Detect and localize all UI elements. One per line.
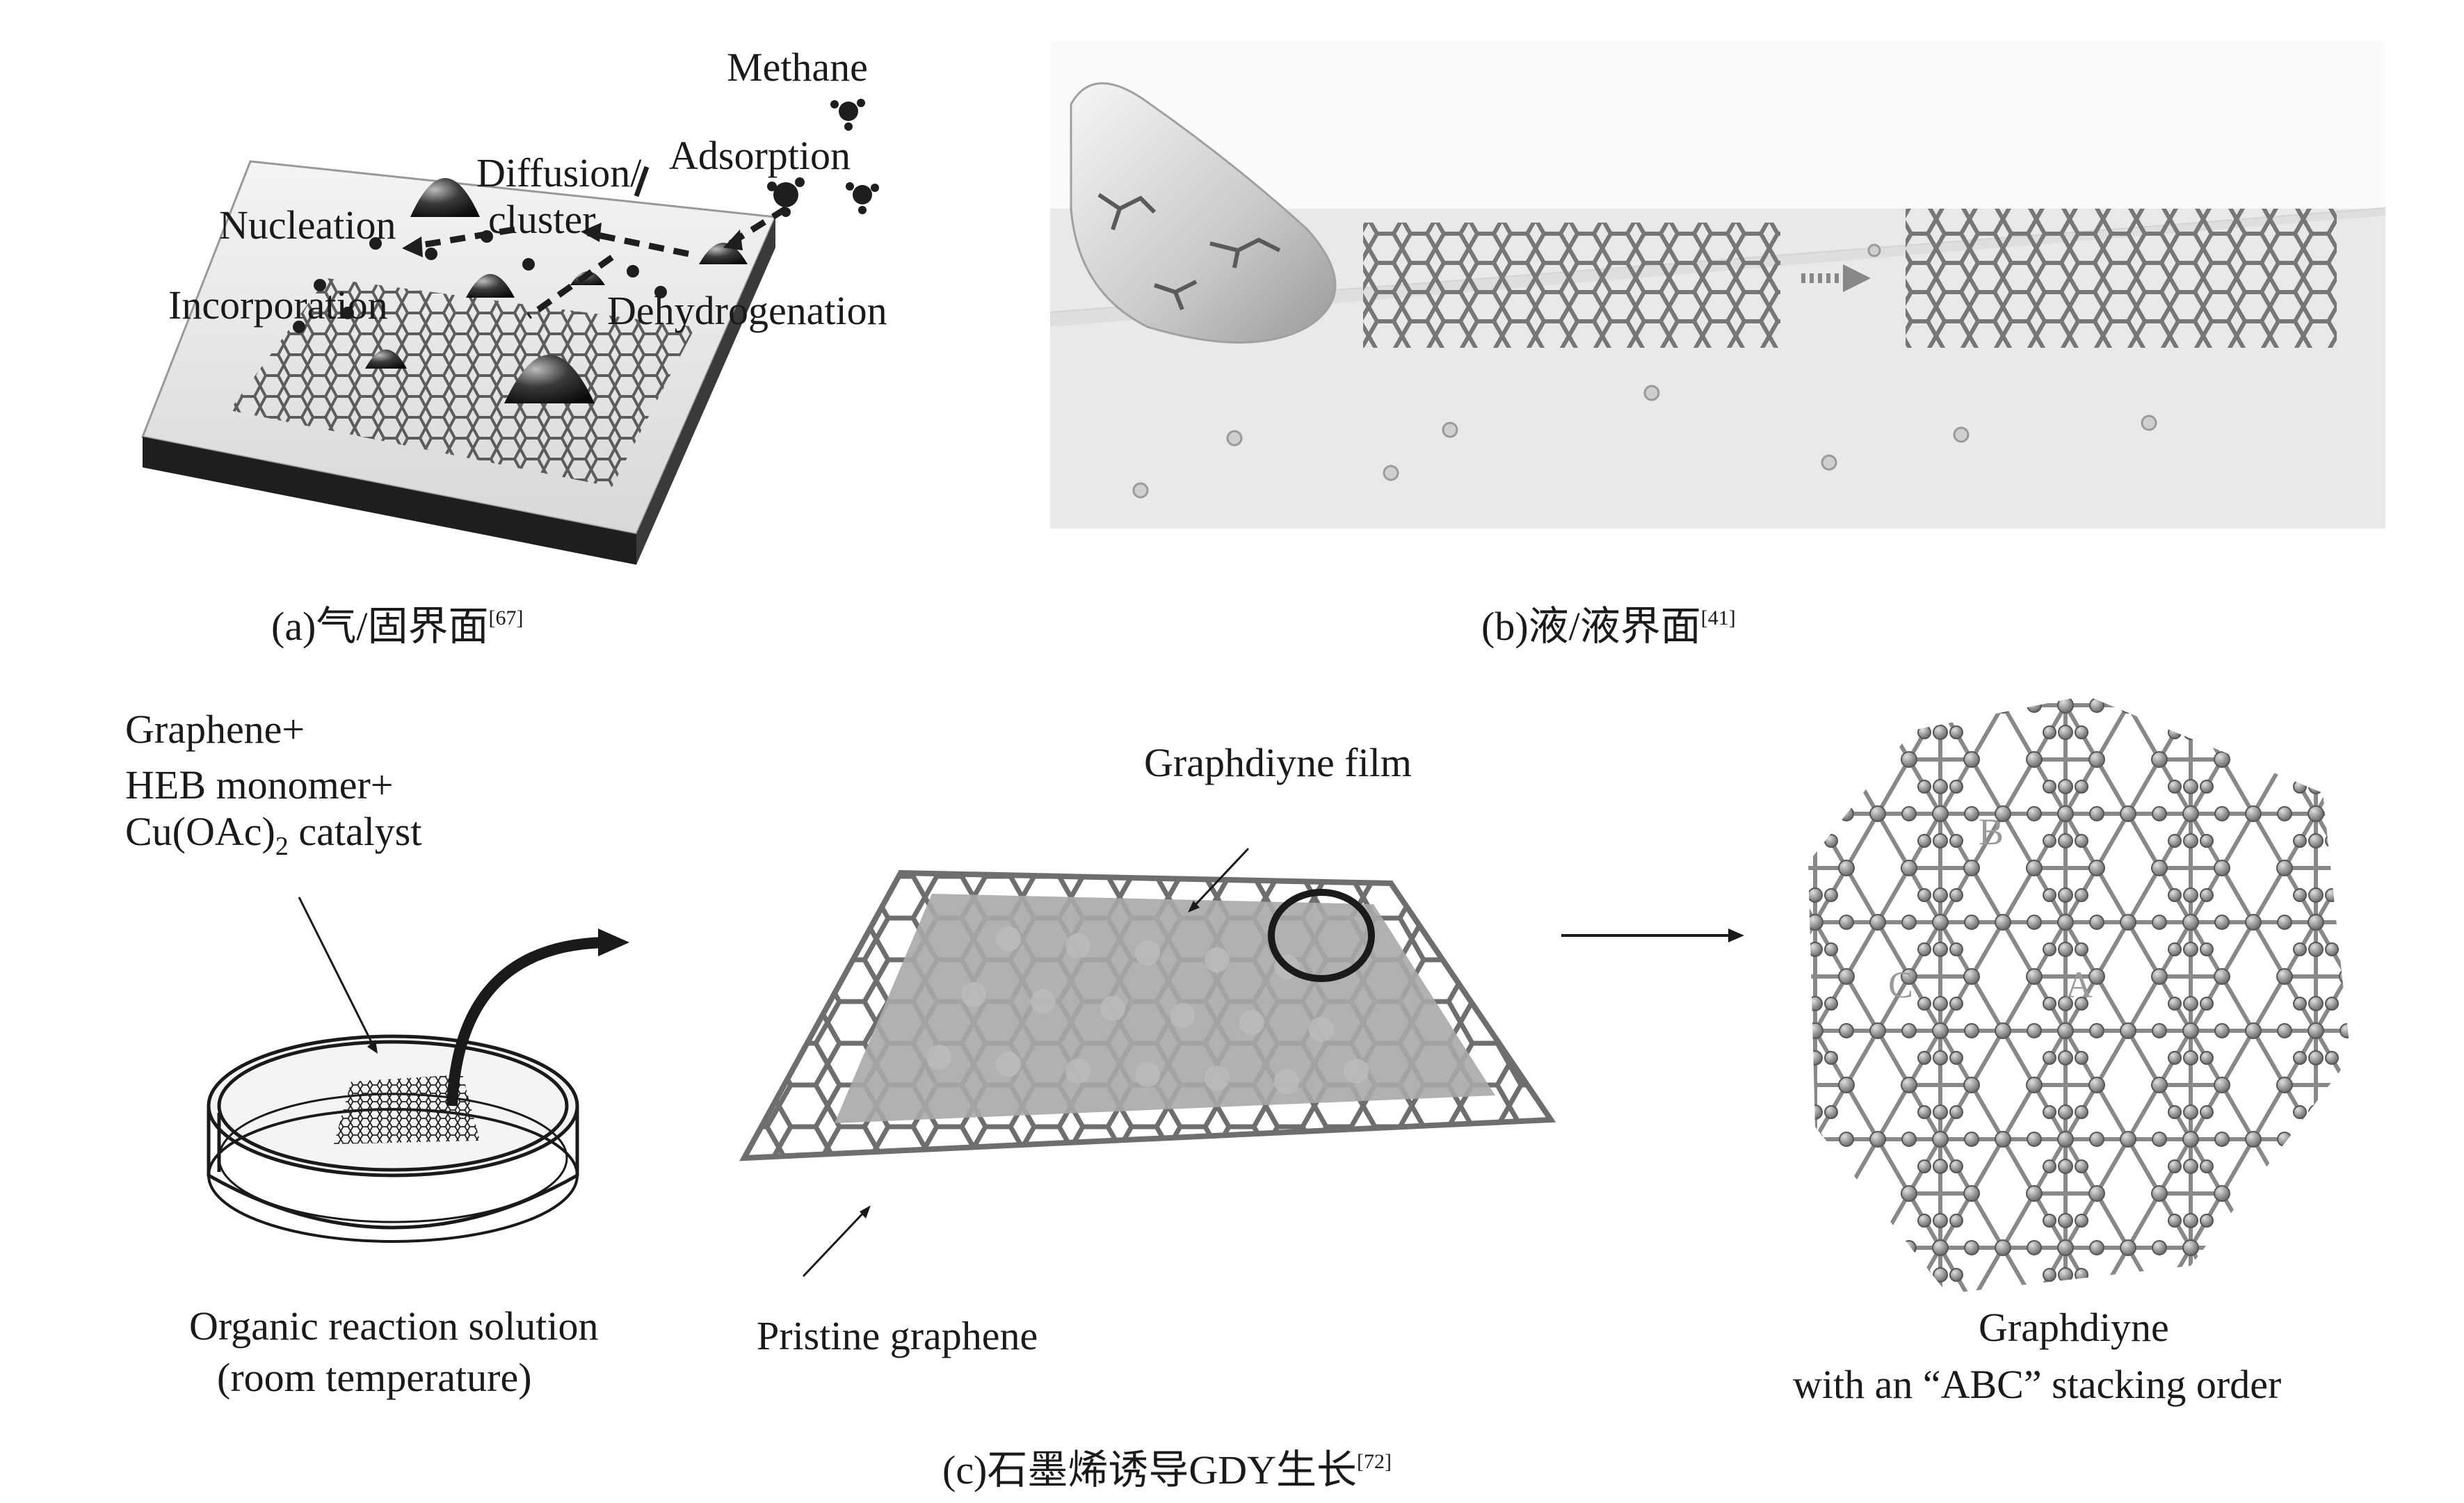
label-graphdiyne-film: Graphdiyne film [1144,740,1412,785]
caption-b: (b)液/液界面[41] [1481,604,1736,649]
label-abc-stacking: with an “ABC” stacking order [1793,1362,2282,1407]
monomers-in-droplet [1097,193,1281,311]
stack-label-a: A [2066,964,2093,1006]
label-reagent-graphene: Graphene+ [125,707,305,752]
label-graphdiyne: Graphdiyne [1979,1305,2169,1350]
label-reagent-catalyst: Cu(OAc)2 catalyst [125,809,422,861]
panel-b-diagram [1049,42,2386,529]
label-solution: Organic reaction solution [189,1303,599,1349]
caption-a: (a)气/固界面[67] [271,604,524,649]
label-room-temperature: (room temperature) [217,1355,532,1400]
label-diffusion: Diffusion/ [476,150,642,195]
label-cluster: cluster [488,197,596,242]
stack-label-b: B [1979,811,2004,853]
transform-arrow [1801,264,1871,292]
zoom-circle [1268,889,1375,982]
label-incorporation: Incorporation [168,282,388,328]
bubbles [1132,243,2157,499]
label-dehydrogenation: Dehydrogenation [607,288,887,333]
monomer-layer [1363,223,1780,348]
label-methane: Methane [727,45,868,90]
reagent-pointer [298,897,373,1044]
methane-molecules [767,99,879,217]
gdy-layer [1906,209,2337,348]
graphene-in-dish [334,1075,480,1144]
film-texture [926,926,1369,1094]
adatom-dots [293,230,667,333]
organic-droplet [1070,82,1337,344]
caption-c: (c)石墨烯诱导GDY生长[72] [942,1447,1392,1493]
label-adsorption: Adsorption [669,133,851,178]
label-reagent-heb: HEB monomer+ [125,762,394,807]
arrow-heads [402,223,743,257]
graphene-pointer [802,1209,867,1278]
label-nucleation: Nucleation [219,202,396,248]
film-pointer [1191,847,1250,909]
stack-label-c: C [1888,964,1914,1006]
label-pristine-graphene: Pristine graphene [757,1313,1038,1358]
transfer-arrow [446,937,606,1107]
panel-a-diagram [140,99,879,565]
